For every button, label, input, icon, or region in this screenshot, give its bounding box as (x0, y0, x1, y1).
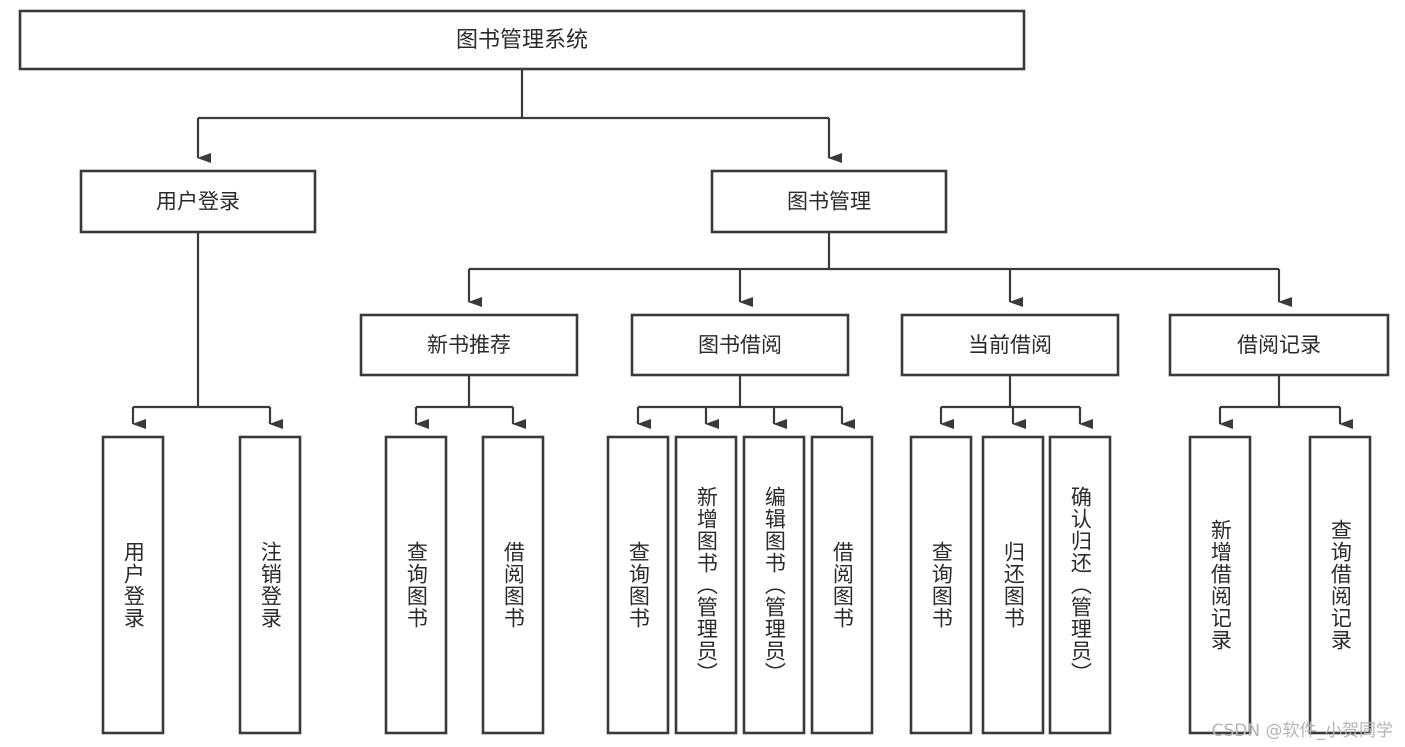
node-root-label: 图书管理系统 (456, 28, 588, 53)
leaf-box-8[interactable] (909, 435, 973, 735)
box-layer (18, 9, 1390, 735)
watermark: CSDN @软件_小贺同学 (1211, 721, 1393, 741)
leaf-box-11[interactable] (1188, 435, 1252, 735)
leaf-box-10[interactable] (1048, 435, 1112, 735)
node-level3-label-0: 新书推荐 (427, 333, 511, 357)
leaf-box-9[interactable] (981, 435, 1045, 735)
node-level2-label-0: 用户登录 (156, 190, 240, 214)
node-level2-label-1: 图书管理 (787, 190, 871, 214)
node-level3-label-3: 借阅记录 (1237, 333, 1321, 357)
leaf-box-5[interactable] (674, 435, 738, 735)
leaf-box-3[interactable] (481, 435, 545, 735)
node-level3-box-2[interactable] (900, 313, 1120, 377)
connector-layer (131, 69, 1353, 429)
node-level3-box-3[interactable] (1168, 313, 1390, 377)
leaf-box-0[interactable] (101, 435, 165, 735)
node-level3-label-1: 图书借阅 (698, 333, 782, 357)
node-level3-box-1[interactable] (630, 313, 850, 377)
node-level3-label-2: 当前借阅 (968, 333, 1052, 357)
leaf-box-1[interactable] (238, 435, 302, 735)
leaf-box-6[interactable] (742, 435, 806, 735)
leaf-box-7[interactable] (810, 435, 874, 735)
node-root-box[interactable] (18, 9, 1026, 71)
leaf-box-12[interactable] (1308, 435, 1372, 735)
leaf-box-4[interactable] (606, 435, 670, 735)
leaf-box-2[interactable] (384, 435, 448, 735)
node-level2-box-0[interactable] (79, 169, 317, 234)
node-level2-box-1[interactable] (710, 169, 948, 234)
node-level3-box-0[interactable] (359, 313, 579, 377)
